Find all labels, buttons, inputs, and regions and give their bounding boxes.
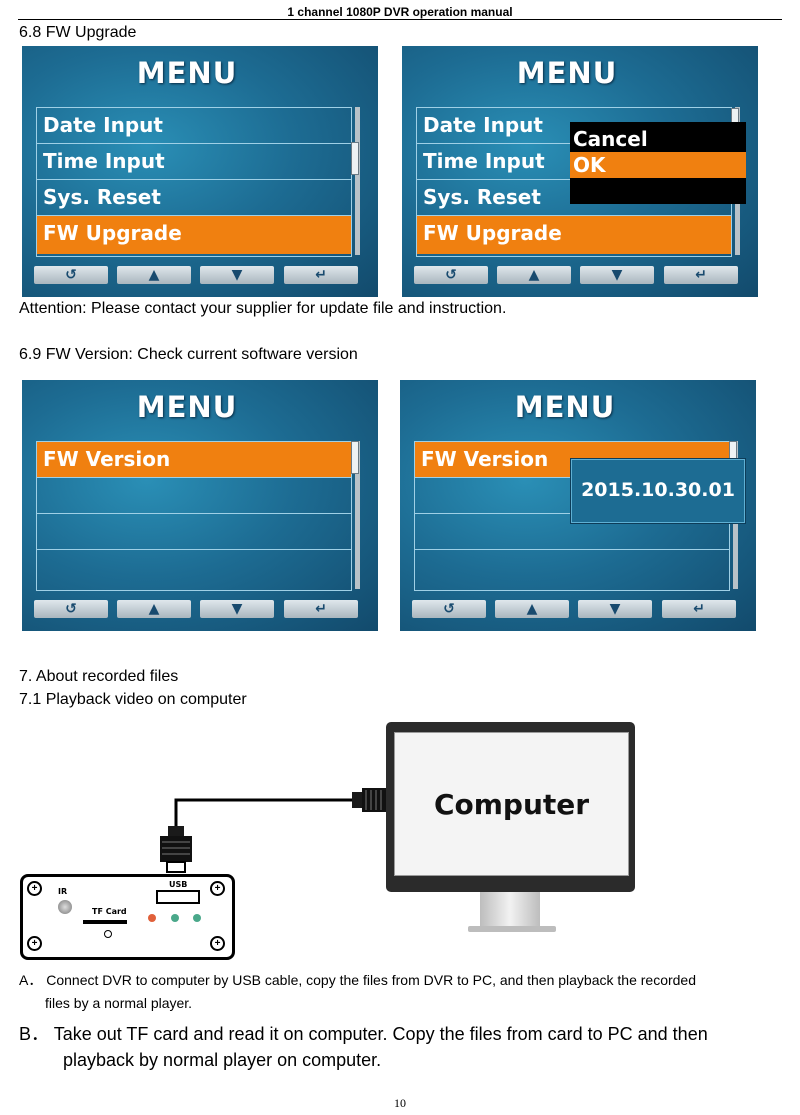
list-marker-b: B． <box>19 1024 50 1044</box>
page-number: 10 <box>394 1096 406 1110</box>
menu-item-fw-upgrade[interactable]: FW Upgrade <box>417 216 731 254</box>
button-bar: ↺ ▲ ▼ ↵ <box>34 600 360 618</box>
section-7-1-heading: 7.1 Playback video on computer <box>19 691 247 708</box>
back-button[interactable]: ↺ <box>34 600 108 618</box>
down-button[interactable]: ▼ <box>200 266 274 284</box>
monitor-screen: Computer <box>394 732 629 876</box>
usb-cable-line <box>174 798 360 828</box>
enter-button[interactable]: ↵ <box>284 266 358 284</box>
menu-item-fw-upgrade[interactable]: FW Upgrade <box>37 216 351 254</box>
menu-list: Date Input Time Input Sys. Reset FW Upgr… <box>416 107 732 257</box>
menu-item-sys-reset[interactable]: Sys. Reset <box>417 180 731 216</box>
menu-title: MENU <box>136 390 238 424</box>
computer-label: Computer <box>433 788 590 821</box>
menu-item-fw-version[interactable]: FW Version <box>37 442 351 478</box>
menu-title: MENU <box>516 56 618 90</box>
down-button[interactable]: ▼ <box>578 600 652 618</box>
menu-screen-fw-upgrade-confirm: MENU Date Input Time Input Sys. Reset FW… <box>402 46 758 297</box>
back-button[interactable]: ↺ <box>412 600 486 618</box>
list-text-a-line2: files by a normal player. <box>45 995 193 1011</box>
menu-screen-fw-version: MENU FW Version ↺ ▲ ▼ ↵ <box>22 380 378 631</box>
menu-item-sys-reset[interactable]: Sys. Reset <box>37 180 351 216</box>
usb-connector-pc-icon <box>352 788 386 812</box>
scrollbar[interactable] <box>355 107 360 255</box>
popup-cancel-option[interactable]: Cancel <box>573 127 648 151</box>
tf-card-slot[interactable] <box>83 920 127 924</box>
version-popup: 2015.10.30.01 <box>570 458 746 524</box>
tf-card-label: TF Card <box>92 907 127 916</box>
status-led-icon <box>171 914 179 922</box>
usb-connector-dvr-icon <box>160 826 192 873</box>
button-bar: ↺ ▲ ▼ ↵ <box>34 266 360 284</box>
up-button[interactable]: ▲ <box>117 600 191 618</box>
status-led-icon <box>193 914 201 922</box>
screw-icon: + <box>210 881 225 896</box>
up-button[interactable]: ▲ <box>497 266 571 284</box>
enter-button[interactable]: ↵ <box>662 600 736 618</box>
monitor-stand-neck <box>480 892 540 928</box>
back-button[interactable]: ↺ <box>34 266 108 284</box>
computer-monitor: Computer <box>386 722 635 892</box>
usb-port[interactable] <box>156 890 200 904</box>
up-button[interactable]: ▲ <box>495 600 569 618</box>
usb-label: USB <box>169 880 188 889</box>
menu-title: MENU <box>136 56 238 90</box>
ir-sensor <box>58 900 72 914</box>
menu-item-date-input[interactable]: Date Input <box>37 108 351 144</box>
up-button[interactable]: ▲ <box>117 266 191 284</box>
list-marker-a: A． <box>19 972 43 988</box>
menu-screen-fw-version-info: MENU FW Version 2015.10.30.01 ↺ ▲ ▼ ↵ <box>400 380 756 631</box>
menu-list: FW Version <box>36 441 352 591</box>
screw-icon: + <box>27 936 42 951</box>
list-text-b-line1: Take out TF card and read it on computer… <box>53 1024 708 1044</box>
scrollbar[interactable] <box>355 441 360 589</box>
menu-item-empty <box>37 478 351 514</box>
popup-ok-option[interactable]: OK <box>570 152 746 178</box>
enter-button[interactable]: ↵ <box>284 600 358 618</box>
list-item-a: A． Connect DVR to computer by USB cable,… <box>19 970 696 990</box>
menu-screen-fw-upgrade: MENU Date Input Time Input Sys. Reset FW… <box>22 46 378 297</box>
list-item-b: B． Take out TF card and read it on compu… <box>19 1020 708 1046</box>
back-button[interactable]: ↺ <box>414 266 488 284</box>
list-text-b-line2: playback by normal player on computer. <box>63 1050 382 1070</box>
section-6-8-heading: 6.8 FW Upgrade <box>19 24 137 41</box>
menu-title: MENU <box>514 390 616 424</box>
screw-icon: + <box>210 936 225 951</box>
section-6-9-heading: 6.9 FW Version: Check current software v… <box>19 346 358 363</box>
enter-button[interactable]: ↵ <box>664 266 738 284</box>
menu-item-empty <box>37 514 351 550</box>
dvr-device: + + + + IR TF Card USB <box>20 874 235 960</box>
menu-item-time-input[interactable]: Time Input <box>37 144 351 180</box>
button-bar: ↺ ▲ ▼ ↵ <box>414 266 740 284</box>
scrollbar-thumb[interactable] <box>351 142 359 175</box>
menu-list: Date Input Time Input Sys. Reset FW Upgr… <box>36 107 352 257</box>
monitor-stand-base <box>468 926 556 932</box>
scrollbar-thumb[interactable] <box>351 441 359 474</box>
header-rule <box>18 19 782 20</box>
ir-label: IR <box>58 887 68 896</box>
menu-item-empty <box>415 514 729 550</box>
reset-hole[interactable] <box>104 930 112 938</box>
down-button[interactable]: ▼ <box>200 600 274 618</box>
status-led-icon <box>148 914 156 922</box>
page-header: 1 channel 1080P DVR operation manual <box>287 5 513 19</box>
button-bar: ↺ ▲ ▼ ↵ <box>412 600 738 618</box>
screw-icon: + <box>27 881 42 896</box>
list-text-a-line1: Connect DVR to computer by USB cable, co… <box>46 972 696 988</box>
section-7-heading: 7. About recorded files <box>19 668 179 685</box>
confirm-popup: Cancel OK <box>570 122 746 204</box>
attention-note: Attention: Please contact your supplier … <box>19 300 507 317</box>
down-button[interactable]: ▼ <box>580 266 654 284</box>
